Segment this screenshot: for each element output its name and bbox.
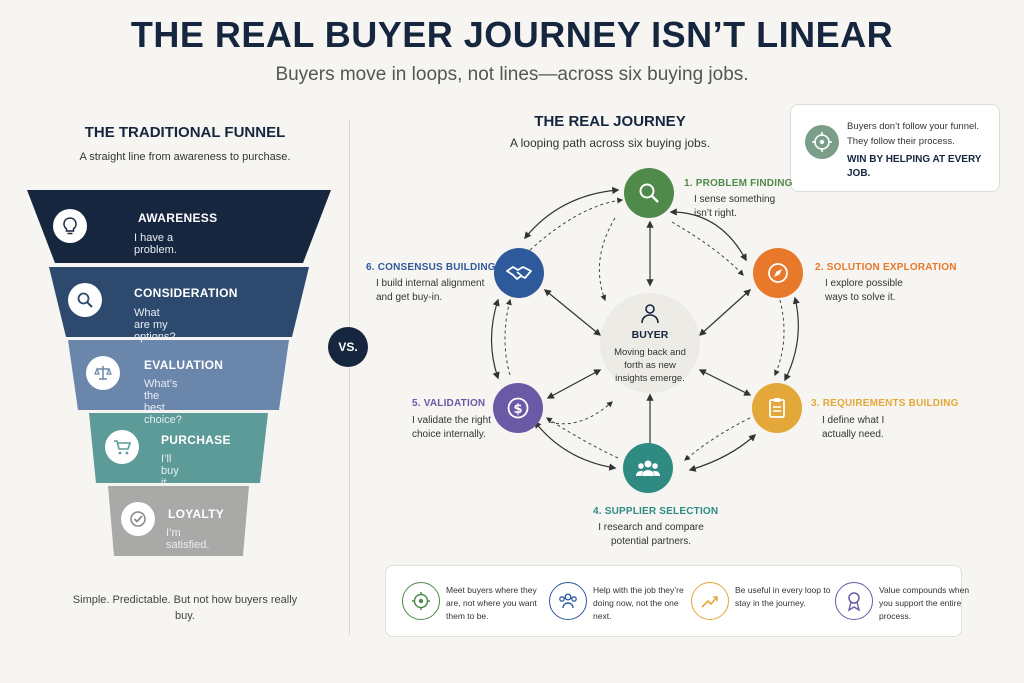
magnifier-icon: [639, 183, 659, 203]
scale-icon: [86, 356, 120, 390]
vs-badge: VS.: [328, 327, 368, 367]
check-icon: [121, 502, 155, 536]
handshake-icon: [506, 266, 532, 280]
dash-1-2: [671, 221, 744, 276]
target-icon: [805, 125, 839, 159]
tip-text: Meet buyers where they are, not where yo…: [446, 585, 537, 621]
dash-4-5: [546, 417, 619, 459]
award-icon: [835, 582, 873, 620]
job-node-requirements-building: [752, 383, 802, 433]
tip-text: Value compounds when you support the ent…: [879, 585, 970, 621]
job-desc: I define what I actually need.: [822, 415, 885, 440]
job-label: 2. SOLUTION EXPLORATION: [815, 262, 957, 273]
funnel-diagram: [27, 190, 331, 556]
job-label: 1. PROBLEM FINDING: [684, 178, 793, 189]
buyer-center: BUYER Moving back and forth as new insig…: [600, 293, 700, 393]
stage-name: AWARENESS: [138, 211, 218, 225]
arrow-5-6: [490, 298, 500, 380]
arrow-4-5: [534, 420, 617, 471]
callout-text: Buyers don’t follow your funnel. They fo…: [847, 121, 980, 147]
tip-text: Be useful in every loop to stay in the j…: [735, 585, 831, 608]
stage-name: EVALUATION: [144, 358, 224, 372]
journey-arrows: [490, 186, 800, 472]
journey-subtitle: A looping path across six buying jobs.: [509, 136, 711, 150]
buyer-desc: Moving back and forth as new insights em…: [614, 347, 686, 384]
cart-icon: [105, 430, 139, 464]
funnel-note: Simple. Predictable. But not how buyers …: [72, 594, 298, 622]
job-node-validation: $: [493, 383, 543, 433]
job-label: 5. VALIDATION: [412, 398, 486, 409]
spoke-2: [698, 289, 752, 336]
page-title: THE REAL BUYER JOURNEY ISN’T LINEAR: [130, 14, 894, 55]
job-label: 3. REQUIREMENTS BUILDING: [811, 398, 959, 409]
stage-name: LOYALTY: [168, 507, 225, 521]
section-divider: [349, 120, 350, 635]
arrow-2-3: [784, 296, 800, 382]
funnel-title: THE TRADITIONAL FUNNEL: [84, 124, 286, 141]
page-subtitle: Buyers move in loops, not lines—across s…: [275, 64, 749, 85]
compass-icon: [768, 263, 788, 283]
job-desc: I build internal alignment and get buy-i…: [376, 278, 485, 303]
job-desc: I validate the right choice internally.: [412, 415, 491, 440]
clipboard-icon: [769, 398, 785, 418]
dash-3-4: [684, 417, 751, 461]
callout-strong: WIN BY HELPING AT EVERY JOB.: [847, 154, 982, 179]
job-label: 4. SUPPLIER SELECTION: [593, 506, 719, 517]
spoke-6: [543, 289, 602, 336]
stage-desc: What are my options?: [134, 307, 176, 343]
dash-6-1: [529, 197, 624, 251]
job-label: 6. CONSENSUS BUILDING: [366, 262, 496, 273]
people-icon: [636, 460, 660, 476]
stage-desc: I’ll buy it.: [161, 453, 179, 489]
stage-desc: What’s the best choice?: [144, 378, 182, 426]
funnel-band-evaluation: [68, 340, 289, 410]
tip-item: Help with the job they’re doing now, not…: [549, 566, 684, 636]
tip-item: Value compounds when you support the ent…: [835, 566, 969, 636]
stage-desc: I have a problem.: [134, 232, 177, 256]
person-icon: [638, 301, 662, 330]
svg-text:$: $: [513, 402, 522, 417]
target-icon: [402, 582, 440, 620]
tip-item: Be useful in every loop to stay in the j…: [691, 566, 830, 636]
spoke-3: [698, 369, 752, 396]
arrow-3-4: [688, 434, 757, 472]
job-node-problem-finding: [624, 168, 674, 218]
funnel-band-purchase: [89, 413, 268, 483]
funnel-band-awareness: [27, 190, 331, 263]
stage-name: CONSIDERATION: [134, 286, 238, 300]
funnel-subtitle: A straight line from awareness to purcha…: [79, 151, 291, 163]
spoke-5: [546, 369, 602, 399]
dollar-icon: $: [507, 397, 529, 419]
job-node-supplier-selection: [623, 443, 673, 493]
tip-text: Help with the job they’re doing now, not…: [593, 585, 684, 621]
people-icon: [549, 582, 587, 620]
magnifier-icon: [68, 283, 102, 317]
tip-item: Meet buyers where they are, not where yo…: [402, 566, 537, 636]
buyer-label: BUYER: [631, 329, 669, 341]
job-node-solution-exploration: [753, 248, 803, 298]
journey-title: THE REAL JOURNEY: [534, 113, 686, 130]
trend-icon: [691, 582, 729, 620]
dash-cross-2: [549, 401, 613, 425]
lightbulb-icon: [53, 209, 87, 243]
job-desc: I sense something isn’t right.: [694, 194, 776, 219]
stage-desc: I’m satisfied.: [166, 527, 210, 551]
funnel-band-consideration: [49, 267, 309, 337]
dash-cross-1: [598, 217, 616, 302]
arrow-6-1: [524, 186, 620, 240]
dash-2-3: [774, 299, 785, 377]
callout-box: Buyers don’t follow your funnel. They fo…: [790, 104, 1000, 192]
job-desc: I research and compare potential partner…: [598, 522, 704, 547]
tips-bar: Meet buyers where they are, not where yo…: [385, 565, 969, 637]
dash-5-6: [504, 298, 512, 376]
job-desc: I explore possible ways to solve it.: [825, 278, 903, 303]
arrow-1-2: [669, 208, 747, 262]
job-node-consensus-building: [494, 248, 544, 298]
stage-name: PURCHASE: [161, 433, 231, 447]
